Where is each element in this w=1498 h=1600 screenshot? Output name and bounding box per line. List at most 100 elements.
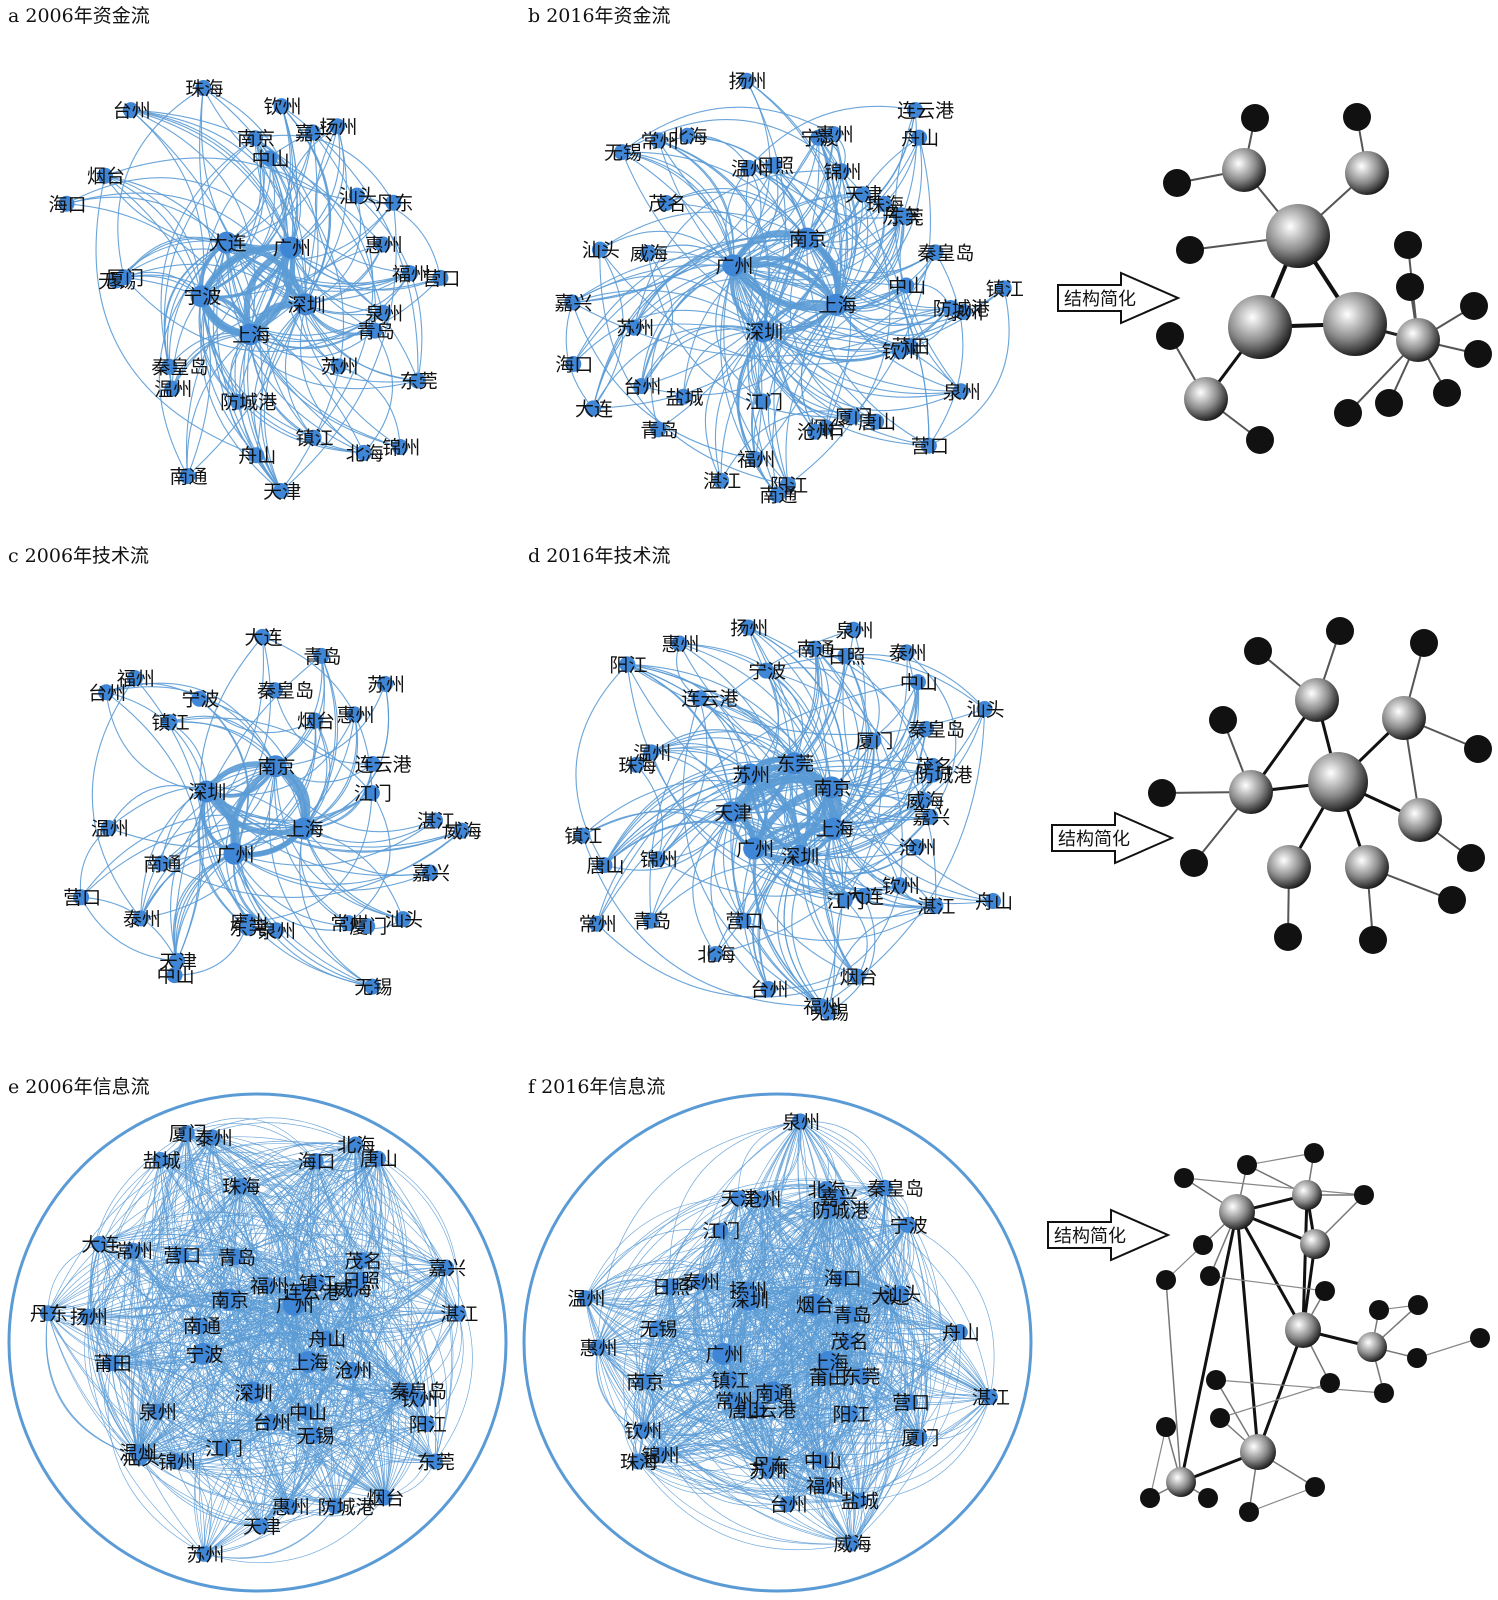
flow-edge: [837, 1196, 861, 1315]
city-label: 青岛: [633, 911, 671, 933]
arrow-label: 结构简化: [1064, 289, 1136, 310]
city-label: 常州: [641, 130, 679, 152]
flow-edge: [204, 1369, 354, 1555]
flow-edge: [753, 848, 900, 896]
flow-edge: [814, 648, 994, 902]
flow-edge: [160, 1122, 356, 1161]
flow-edge: [111, 1362, 146, 1453]
city-label: 温州: [633, 742, 671, 764]
flow-edge: [829, 1209, 909, 1544]
node-dot: [161, 358, 178, 375]
city-node: 镇江: [151, 712, 189, 734]
flow-edge: [47, 1143, 379, 1314]
city-node: 常州: [641, 130, 679, 152]
flow-edge: [235, 1220, 447, 1268]
flow-edge: [597, 1187, 886, 1348]
flow-edge: [659, 1443, 825, 1486]
city-node: 钦州: [882, 341, 920, 363]
flow-edge: [208, 1137, 269, 1286]
flow-edge: [130, 1160, 316, 1453]
city-label: 嘉兴: [412, 863, 450, 885]
simplified-hub: [1295, 678, 1339, 722]
city-node: 惠州: [816, 124, 854, 146]
city-label: 温州: [568, 1288, 606, 1310]
node-dot: [79, 1308, 96, 1325]
flow-edge: [175, 1461, 261, 1527]
city-label: 锦州: [640, 849, 678, 871]
flow-edge: [831, 728, 927, 789]
city-label: 深圳: [235, 1382, 273, 1404]
flow-edge: [140, 765, 276, 919]
node-dot: [843, 1535, 860, 1552]
flow-edge: [806, 238, 951, 311]
node-dot: [377, 675, 394, 692]
flow-edge: [87, 1144, 356, 1317]
node-dot: [842, 1405, 859, 1422]
flow-edge: [204, 1506, 336, 1559]
city-node: 连云港: [897, 100, 954, 122]
city-label: 秦皇岛: [151, 357, 208, 379]
flow-edge: [201, 138, 265, 297]
flow-edge: [47, 1260, 302, 1314]
city-node: 泉州: [139, 1402, 177, 1424]
city-node: 苏州: [616, 318, 654, 340]
city-node: 无锡: [604, 142, 642, 164]
flow-edge: [753, 799, 925, 856]
flow-edge: [733, 216, 905, 281]
flow-edge: [669, 1286, 822, 1461]
flow-edge: [642, 1230, 726, 1431]
node-dot: [634, 1422, 651, 1439]
node-dot: [426, 1453, 443, 1470]
simplified-node: [1375, 389, 1403, 417]
simplified-node: [1326, 617, 1354, 645]
flow-edge: [47, 1313, 261, 1527]
city-node: 中山: [252, 148, 290, 170]
city-node: 青岛: [633, 911, 671, 933]
flow-edge: [156, 1411, 336, 1513]
city-node: 莆田: [809, 1367, 847, 1389]
flow-edge: [161, 636, 264, 864]
city-label: 台州: [751, 979, 789, 1001]
flow-edge: [377, 1158, 459, 1314]
node-dot: [639, 244, 656, 261]
city-node: 台州: [751, 979, 789, 1001]
city-label: 天津: [721, 1188, 759, 1210]
node-dot: [402, 265, 419, 282]
node-dot: [204, 1129, 221, 1146]
flow-edge: [592, 237, 807, 409]
city-label: 茂名: [830, 1331, 868, 1353]
city-node: 营口: [725, 910, 763, 932]
city-node: 泉州: [258, 920, 296, 942]
city-node: 南京: [237, 128, 275, 150]
city-label: 泰州: [195, 1127, 233, 1149]
city-node: 无锡: [639, 1319, 677, 1341]
node-dot: [730, 1190, 747, 1207]
city-label: 南京: [626, 1371, 664, 1393]
simplified-node: [1156, 1417, 1176, 1437]
city-label: 温州: [731, 158, 769, 180]
node-dot: [564, 294, 581, 311]
flow-edge: [864, 1187, 911, 1403]
city-node: 宁波: [185, 1342, 223, 1366]
city-node: 镇江: [296, 428, 334, 450]
flow-edge: [139, 1313, 459, 1471]
city-node: 南通: [755, 1381, 793, 1404]
city-node: 天津: [263, 481, 301, 503]
flow-edge: [157, 1133, 224, 1449]
city-label: 台州: [770, 1494, 808, 1516]
node-dot: [649, 1320, 666, 1337]
flow-edge: [305, 195, 361, 305]
panel-title: d 2016年技术流: [528, 545, 671, 567]
node-dot: [591, 241, 608, 258]
flow-edge: [288, 1361, 336, 1507]
flow-edge: [850, 1314, 990, 1399]
city-label: 惠州: [365, 234, 403, 256]
flow-edge: [105, 691, 201, 962]
flow-edge: [240, 1185, 321, 1507]
city-node: 东莞: [417, 1452, 455, 1474]
flow-edge: [152, 1159, 315, 1436]
flow-edge: [597, 1188, 826, 1348]
node-dot: [344, 1362, 361, 1379]
flow-edge: [111, 1299, 230, 1364]
flow-edge: [769, 1428, 920, 1466]
